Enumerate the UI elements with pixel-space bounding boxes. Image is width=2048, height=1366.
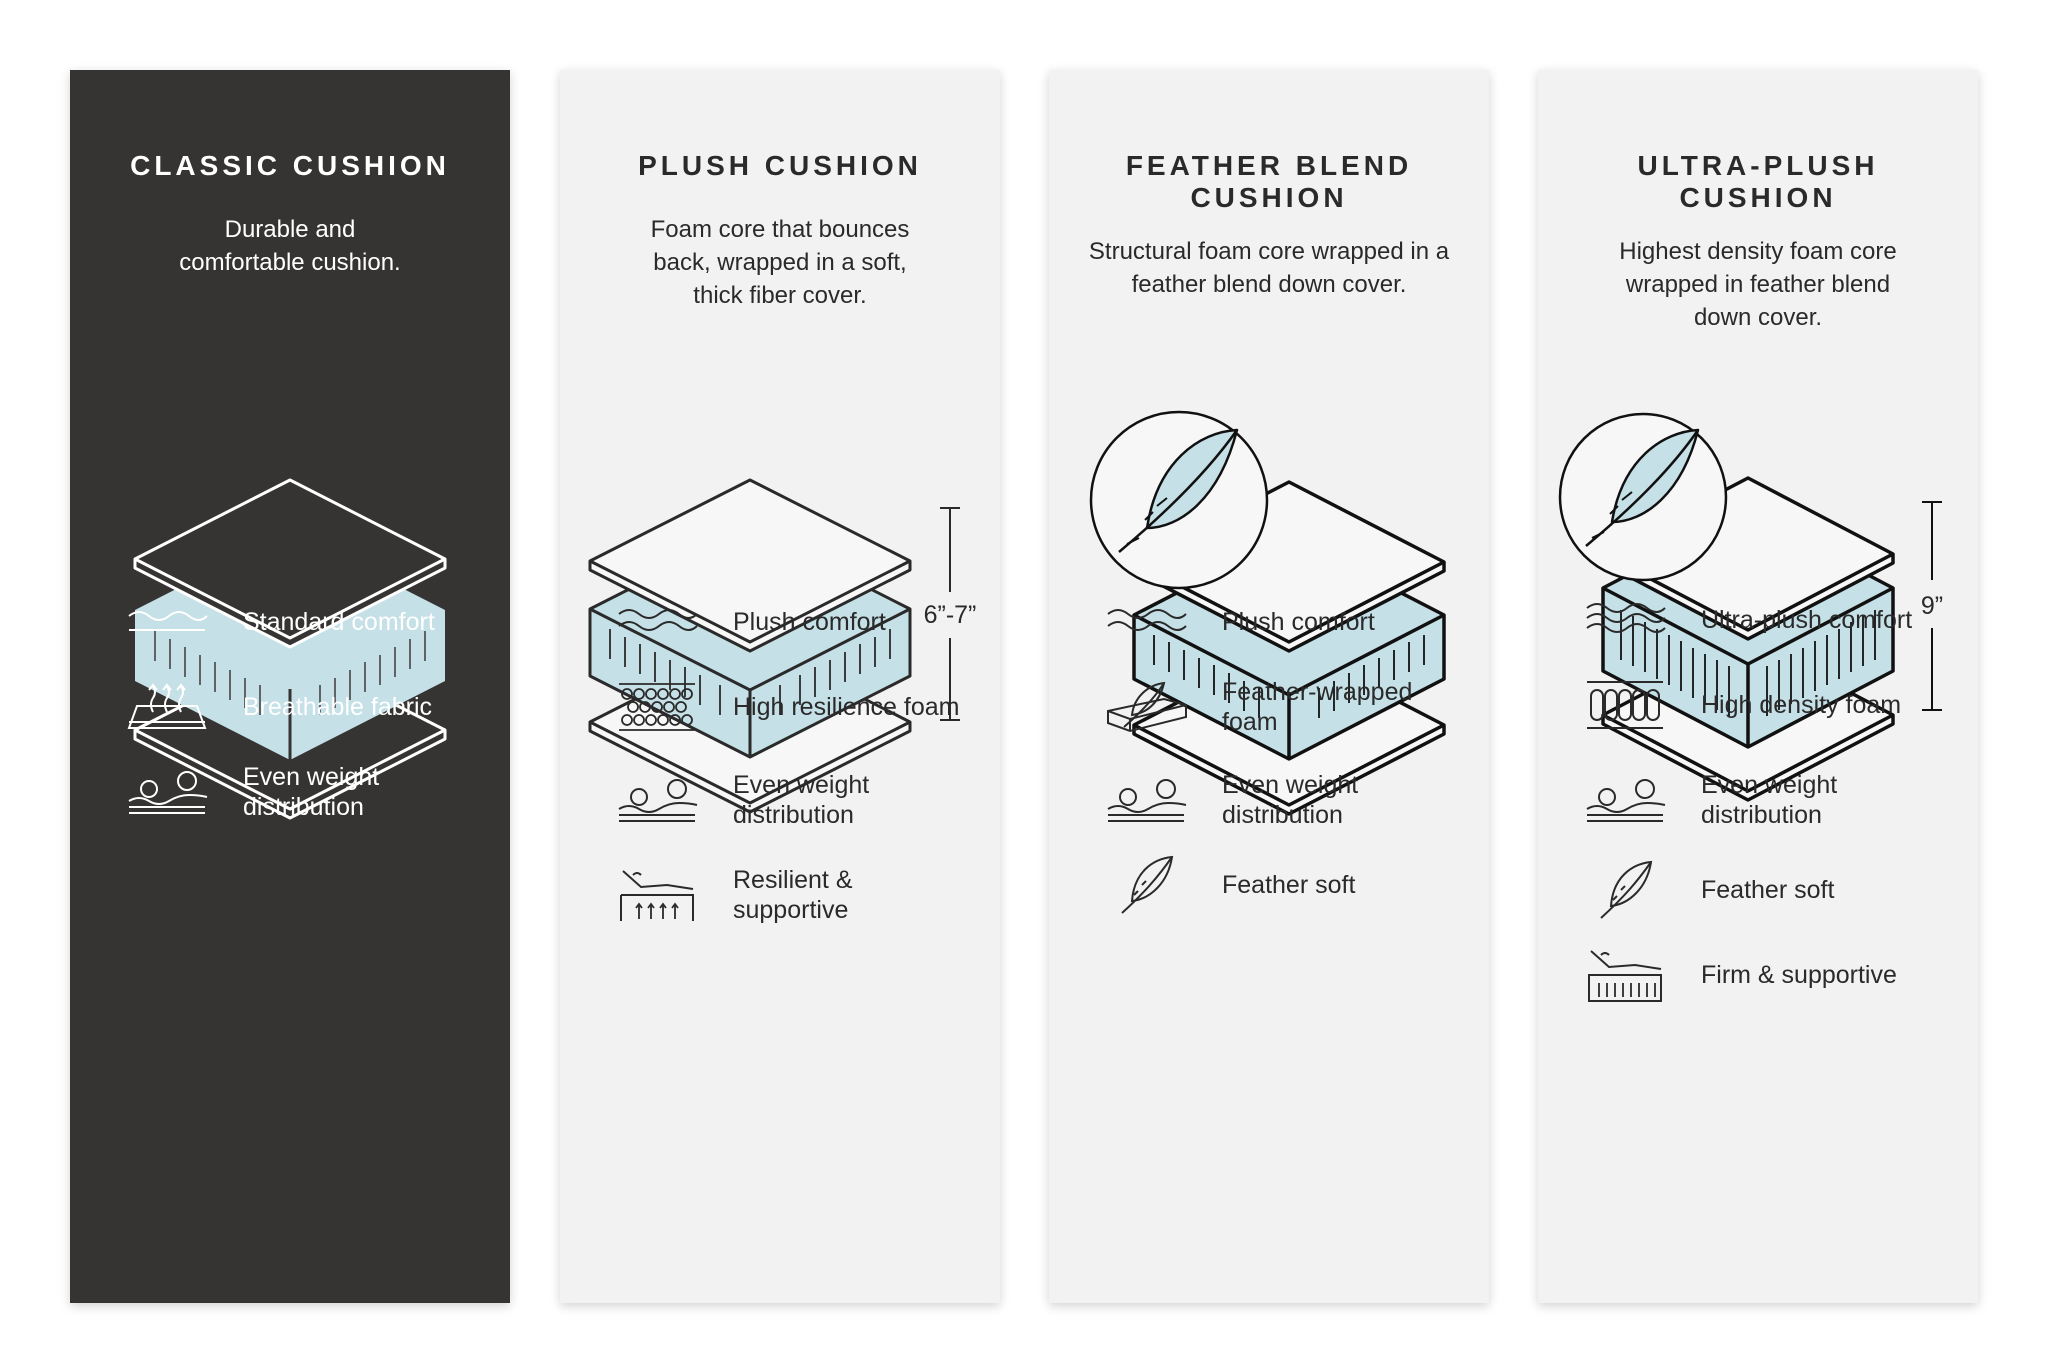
feature-label: Resilient & supportive (733, 866, 853, 924)
feature-row: High resilience foam (615, 677, 963, 737)
feature-row: Firm & supportive (1583, 945, 1931, 1005)
feature-row: Even weight distribution (1104, 770, 1452, 830)
support-icon (615, 865, 699, 925)
feature-label: Even weight distribution (243, 763, 380, 821)
cushion-layers-illustration (133, 478, 447, 820)
foam-cells-icon (615, 677, 699, 737)
feature-row: Feather-wrapped foam (1104, 677, 1452, 737)
panel-plush-cushion: PLUSH CUSHION Foam core that bounces bac… (560, 70, 1000, 1303)
feather-icon (1583, 860, 1667, 920)
panel-feather-blend-cushion: FEATHER BLEND CUSHION Structural foam co… (1049, 70, 1489, 1303)
weight-distribution-icon (125, 762, 209, 822)
feature-row: Plush comfort (615, 592, 963, 652)
feature-row: Even weight distribution (1583, 770, 1931, 830)
waves-icon (125, 592, 209, 652)
feature-label: Even weight distribution (1222, 771, 1359, 829)
feature-label: Plush comfort (1222, 608, 1375, 636)
feature-row: Breathable fabric (125, 677, 473, 737)
feature-label: Firm & supportive (1701, 961, 1897, 989)
panel-description: Durable and comfortable cushion. (179, 216, 401, 276)
feature-label: Feather-wrapped foam (1222, 678, 1413, 736)
feature-label: Feather soft (1701, 876, 1835, 904)
panel-description: Structural foam core wrapped in a feathe… (1088, 238, 1450, 298)
weight-distribution-icon (1583, 770, 1667, 830)
feature-label: High resilience foam (733, 693, 960, 721)
cushion-layers-illustration: 9” (1558, 412, 1943, 802)
feature-row: Even weight distribution (615, 770, 963, 830)
panel-title: ULTRA-PLUSH CUSHION (1637, 150, 1879, 213)
feature-label: Even weight distribution (1701, 771, 1838, 829)
waves-icon (615, 592, 699, 652)
feature-row: Ultra-plush comfort (1583, 590, 1931, 650)
feature-label: Even weight distribution (733, 771, 870, 829)
feature-row: Standard comfort (125, 592, 473, 652)
feature-label: Plush comfort (733, 608, 886, 636)
panel-title: FEATHER BLEND CUSHION (1125, 150, 1413, 213)
dense-foam-icon (1583, 675, 1667, 735)
panel-title: CLASSIC CUSHION (130, 150, 450, 181)
feature-row: High density foam (1583, 675, 1931, 735)
panel-classic-cushion: CLASSIC CUSHION Durable and comfortable … (70, 70, 510, 1303)
dimension-label: 6”-7” (924, 601, 977, 629)
feather-wrapped-icon (1104, 677, 1188, 737)
dimension-label: 9” (1921, 592, 1943, 620)
panel-description: Foam core that bounces back, wrapped in … (650, 216, 910, 309)
feature-label: Standard comfort (243, 608, 435, 636)
feature-row: Plush comfort (1104, 592, 1452, 652)
feature-label: High density foam (1701, 691, 1902, 719)
support-icon (1583, 945, 1667, 1005)
feature-label: Feather soft (1222, 871, 1356, 899)
panel-title: PLUSH CUSHION (638, 150, 922, 181)
feature-row: Feather soft (1583, 860, 1931, 920)
feature-label: Ultra-plush comfort (1701, 606, 1913, 634)
weight-distribution-icon (1104, 770, 1188, 830)
panel-ultra-plush-cushion: ULTRA-PLUSH CUSHION Highest density foam… (1538, 70, 1978, 1303)
feature-row: Feather soft (1104, 855, 1452, 915)
waves-icon (1104, 592, 1188, 652)
waves-icon (1583, 590, 1667, 650)
feature-row: Resilient & supportive (615, 865, 963, 925)
feature-row: Even weight distribution (125, 762, 473, 822)
panel-description: Highest density foam core wrapped in fea… (1619, 238, 1897, 331)
weight-distribution-icon (615, 770, 699, 830)
feather-icon (1104, 855, 1188, 915)
feature-label: Breathable fabric (243, 693, 433, 721)
breathable-icon (125, 677, 209, 737)
cushion-layers-illustration (1089, 410, 1446, 816)
